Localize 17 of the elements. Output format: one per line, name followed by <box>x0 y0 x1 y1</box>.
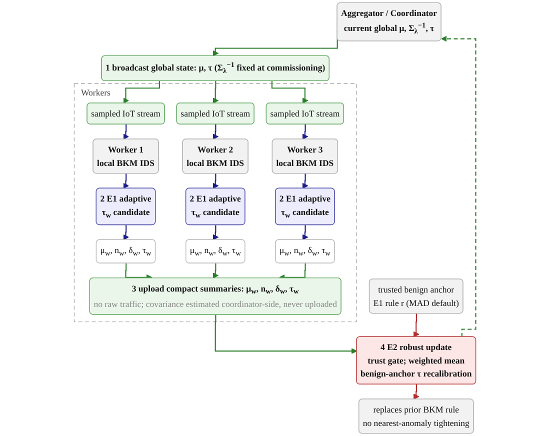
arrow <box>212 174 219 189</box>
arrow <box>212 81 219 104</box>
arrow <box>123 124 129 140</box>
arrow <box>441 36 476 337</box>
arrow <box>302 174 308 189</box>
arrow <box>413 384 420 400</box>
arrow <box>302 225 308 240</box>
arrow <box>214 314 358 354</box>
arrow <box>123 81 160 104</box>
arrow <box>212 225 219 240</box>
arrow <box>212 124 219 140</box>
arrow <box>302 124 308 140</box>
arrow <box>123 174 129 189</box>
arrow <box>413 314 420 338</box>
arrow <box>212 263 219 278</box>
arrow <box>271 81 308 104</box>
arrow <box>123 225 129 240</box>
